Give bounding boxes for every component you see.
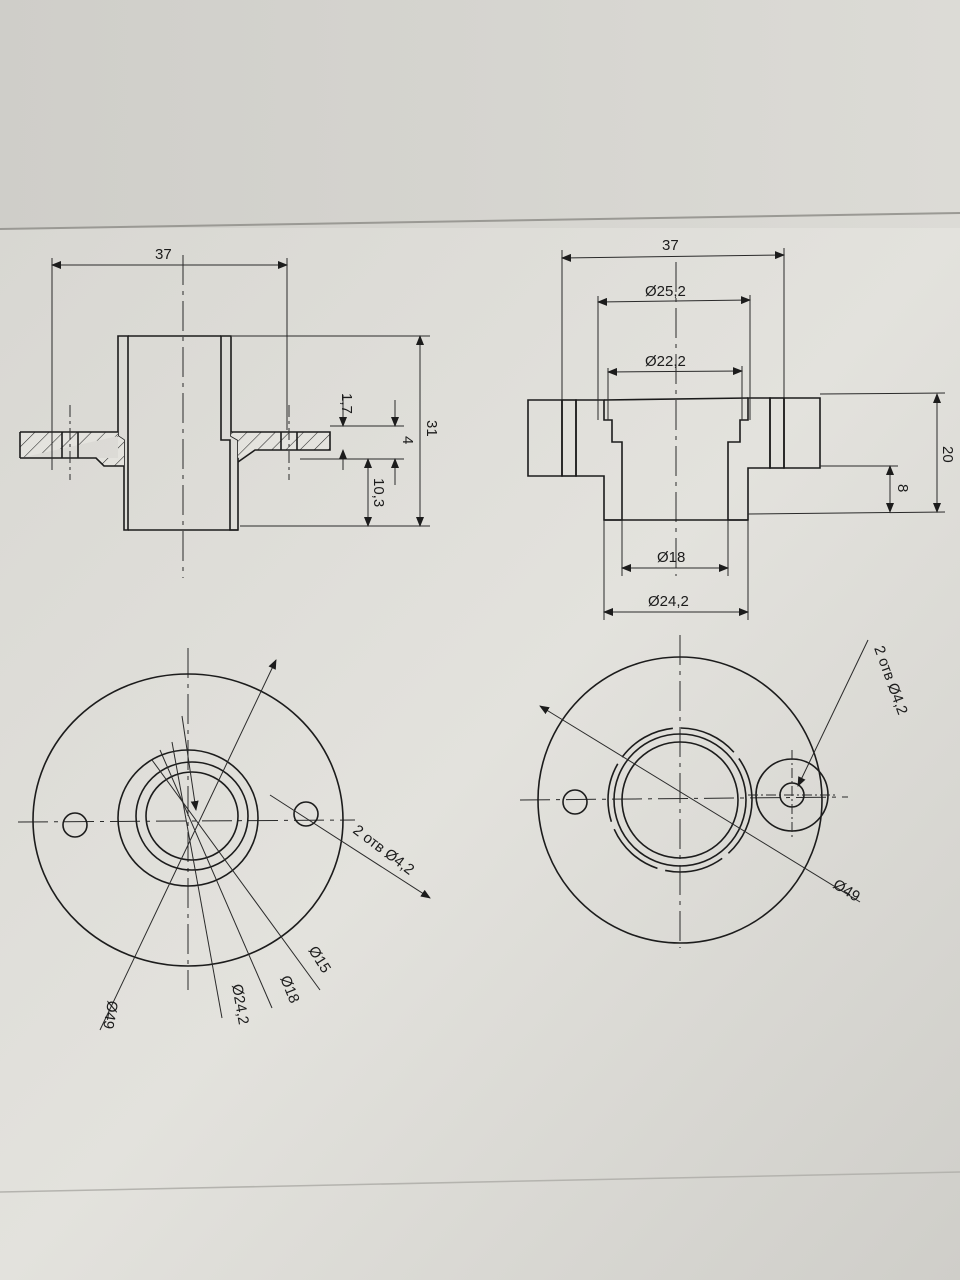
- right-part-right-flange: [783, 397, 821, 469]
- right-boss-circle-mid: [613, 733, 747, 867]
- left-boss-dia-label: Ø24,2: [228, 983, 252, 1026]
- sheet-edge: [0, 212, 960, 230]
- left-flange-thickness-label: 4: [399, 436, 416, 444]
- right-part-left-body: [575, 399, 623, 521]
- left-height-label: 31: [423, 420, 440, 437]
- right-boss-circle-outer: [607, 727, 753, 873]
- right-height-label: 20: [939, 446, 956, 463]
- left-width-label: 37: [155, 246, 172, 263]
- right-bottom-bore-label: Ø18: [657, 549, 685, 566]
- right-bore-circle: [621, 741, 739, 859]
- left-outer-dia-label: Ø49: [99, 999, 121, 1030]
- left-inner-circle: [145, 771, 239, 861]
- right-section-view: 37 Ø25,2 Ø22,2 20 8 Ø18 Ø24,2: [527, 237, 956, 620]
- sheet-edge-bottom: [0, 1171, 960, 1193]
- top-paper-sheet: [0, 0, 960, 230]
- right-top-diameter-label: Ø25,2: [645, 283, 686, 300]
- right-outer-circle: [537, 656, 823, 944]
- left-lower-label: 10,3: [370, 478, 387, 507]
- left-mount-hole-1: [62, 812, 88, 838]
- left-section-view: 37 31 4 1,7 10,3: [19, 246, 440, 578]
- left-outer-circle: [32, 673, 344, 967]
- left-step-label: 1,7: [338, 393, 355, 414]
- left-mount-hole-2: [293, 801, 319, 827]
- right-width-label: 37: [662, 237, 679, 254]
- right-mount-hole-1: [562, 789, 588, 815]
- right-flange-height-label: 8: [894, 484, 911, 492]
- left-bore-circle: [135, 761, 249, 871]
- left-boss-circle: [117, 749, 259, 887]
- right-mid-diameter-label: Ø22,2: [645, 353, 686, 370]
- right-bottom-outer-label: Ø24,2: [648, 593, 689, 610]
- left-flange: [20, 432, 124, 466]
- drawing-paper: [0, 228, 960, 1280]
